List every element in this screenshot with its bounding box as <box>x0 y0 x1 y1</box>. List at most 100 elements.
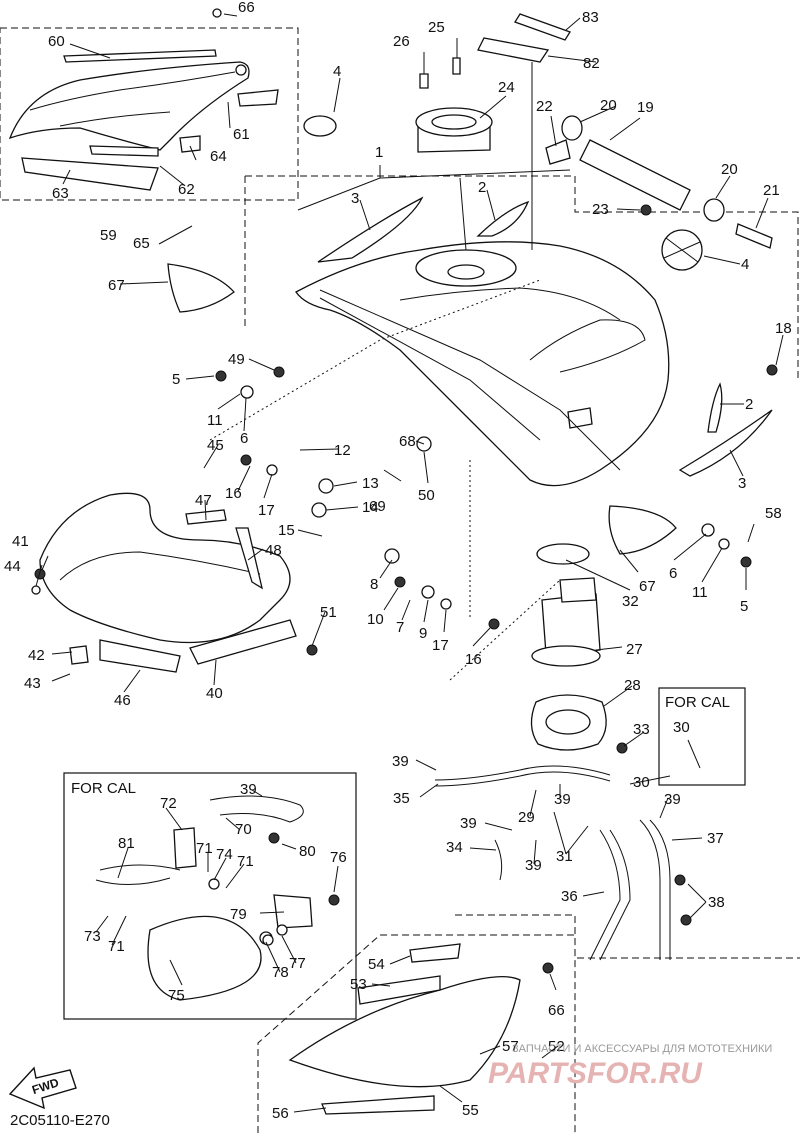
callout-35: 35 <box>393 790 410 807</box>
callout-34: 34 <box>446 839 463 856</box>
callout-11: 11 <box>207 412 223 429</box>
callout-47: 47 <box>195 492 212 509</box>
callout-6: 6 <box>669 565 677 582</box>
side-cover-bottom <box>288 943 521 1115</box>
tape-82 <box>477 37 550 63</box>
side-panel-67-right <box>608 505 677 555</box>
group-boxes <box>0 27 800 1133</box>
callout-42: 42 <box>28 647 45 664</box>
callout-36: 36 <box>561 888 578 905</box>
callout-8: 8 <box>370 576 378 593</box>
callout-30: 30 <box>673 719 690 736</box>
callout-60: 60 <box>48 33 65 50</box>
callout-15: 15 <box>278 522 295 539</box>
callout-82: 82 <box>583 55 600 72</box>
callout-44: 44 <box>4 558 21 575</box>
callout-39: 39 <box>240 781 257 798</box>
hose-group-box <box>455 914 800 959</box>
tank-group-box <box>244 175 799 382</box>
callout-21: 21 <box>763 182 780 199</box>
side-cover-group-box <box>257 934 576 1133</box>
for-cal-box-bracket: FOR CAL <box>658 687 746 786</box>
callout-39: 39 <box>392 753 409 770</box>
callout-18: 18 <box>775 320 792 337</box>
tape-83 <box>514 13 571 41</box>
fuel-tank <box>295 241 670 487</box>
callout-12: 12 <box>334 442 351 459</box>
callout-73: 73 <box>84 928 101 945</box>
callout-24: 24 <box>498 79 515 96</box>
callout-2: 2 <box>745 396 753 413</box>
callout-27: 27 <box>626 641 643 658</box>
callout-53: 53 <box>350 976 367 993</box>
callout-33: 33 <box>633 721 650 738</box>
callout-76: 76 <box>330 849 347 866</box>
for-cal-label: FOR CAL <box>665 694 730 711</box>
callout-3: 3 <box>351 190 359 207</box>
callout-1: 1 <box>375 144 383 161</box>
callout-52: 52 <box>548 1038 565 1055</box>
callout-61: 61 <box>233 126 250 143</box>
callout-66: 66 <box>548 1002 565 1019</box>
callout-71: 71 <box>108 938 125 955</box>
callout-5: 5 <box>740 598 748 615</box>
callout-17: 17 <box>432 637 449 654</box>
callout-71: 71 <box>196 840 213 857</box>
callout-39: 39 <box>525 857 542 874</box>
watermark-logo: PARTSFOR.RU <box>488 1057 703 1090</box>
for-cal-box-canister: FOR CAL <box>63 772 357 1020</box>
fasteners <box>31 204 778 974</box>
callout-49: 49 <box>228 351 245 368</box>
callout-67: 67 <box>639 578 656 595</box>
callout-71: 71 <box>237 853 254 870</box>
callout-17: 17 <box>258 502 275 519</box>
tank-decal-top <box>476 200 530 237</box>
callout-58: 58 <box>765 505 782 522</box>
callout-45: 45 <box>207 437 224 454</box>
callout-81: 81 <box>118 835 135 852</box>
callout-16: 16 <box>465 651 482 668</box>
diagram-code: 2C05110-E270 <box>10 1112 110 1129</box>
callout-66: 66 <box>238 0 255 16</box>
callout-57: 57 <box>502 1038 519 1055</box>
callout-69: 69 <box>369 498 386 515</box>
callout-80: 80 <box>299 843 316 860</box>
callout-75: 75 <box>168 987 185 1004</box>
callout-38: 38 <box>708 894 725 911</box>
front-cowling <box>39 492 297 673</box>
breather-assembly <box>545 115 773 271</box>
callout-51: 51 <box>320 604 337 621</box>
callout-55: 55 <box>462 1102 479 1119</box>
callout-43: 43 <box>24 675 41 692</box>
callout-14: 14 <box>362 499 379 516</box>
callout-7: 7 <box>396 619 404 636</box>
callout-16: 16 <box>225 485 242 502</box>
seat-cowl-group-box <box>0 27 299 201</box>
callout-5: 5 <box>172 371 180 388</box>
fuel-hoses <box>434 765 671 961</box>
callout-62: 62 <box>178 181 195 198</box>
callout-23: 23 <box>592 201 609 218</box>
side-panel-67-left <box>167 263 235 313</box>
callout-22: 22 <box>536 98 553 115</box>
callout-39: 39 <box>664 791 681 808</box>
callout-6: 6 <box>240 430 248 447</box>
callout-72: 72 <box>160 795 177 812</box>
callout-59: 59 <box>100 227 117 244</box>
callout-67: 67 <box>108 277 125 294</box>
callout-68: 68 <box>399 433 416 450</box>
watermark-tagline: ЗАПЧАСТИ И АКСЕССУАРЫ ДЛЯ МОТОТЕХНИКИ <box>512 1043 772 1055</box>
callout-46: 46 <box>114 692 131 709</box>
callout-63: 63 <box>52 185 69 202</box>
callout-48: 48 <box>265 542 282 559</box>
callout-19: 19 <box>637 99 654 116</box>
callout-25: 25 <box>428 19 445 36</box>
leader-lines <box>35 13 784 1113</box>
fuel-cap-assembly <box>303 57 493 153</box>
seat-cowl <box>8 8 279 191</box>
callout-37: 37 <box>707 830 724 847</box>
callout-28: 28 <box>624 677 641 694</box>
callout-10: 10 <box>367 611 384 628</box>
callout-13: 13 <box>362 475 379 492</box>
